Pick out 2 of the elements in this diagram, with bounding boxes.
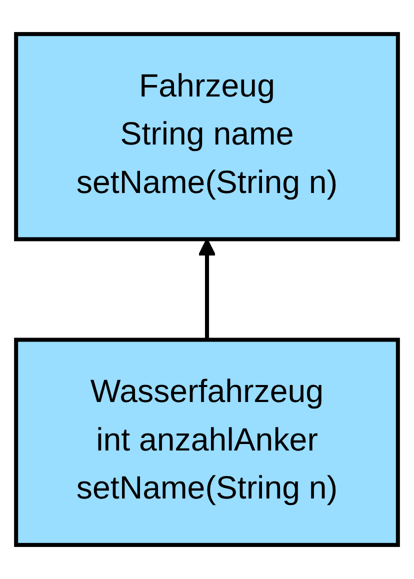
node-box: Fahrzeug String name setName(String n) xyxy=(14,32,400,242)
node-box: Wasserfahrzeug int anzahlAnker setName(String n) xyxy=(14,338,400,547)
